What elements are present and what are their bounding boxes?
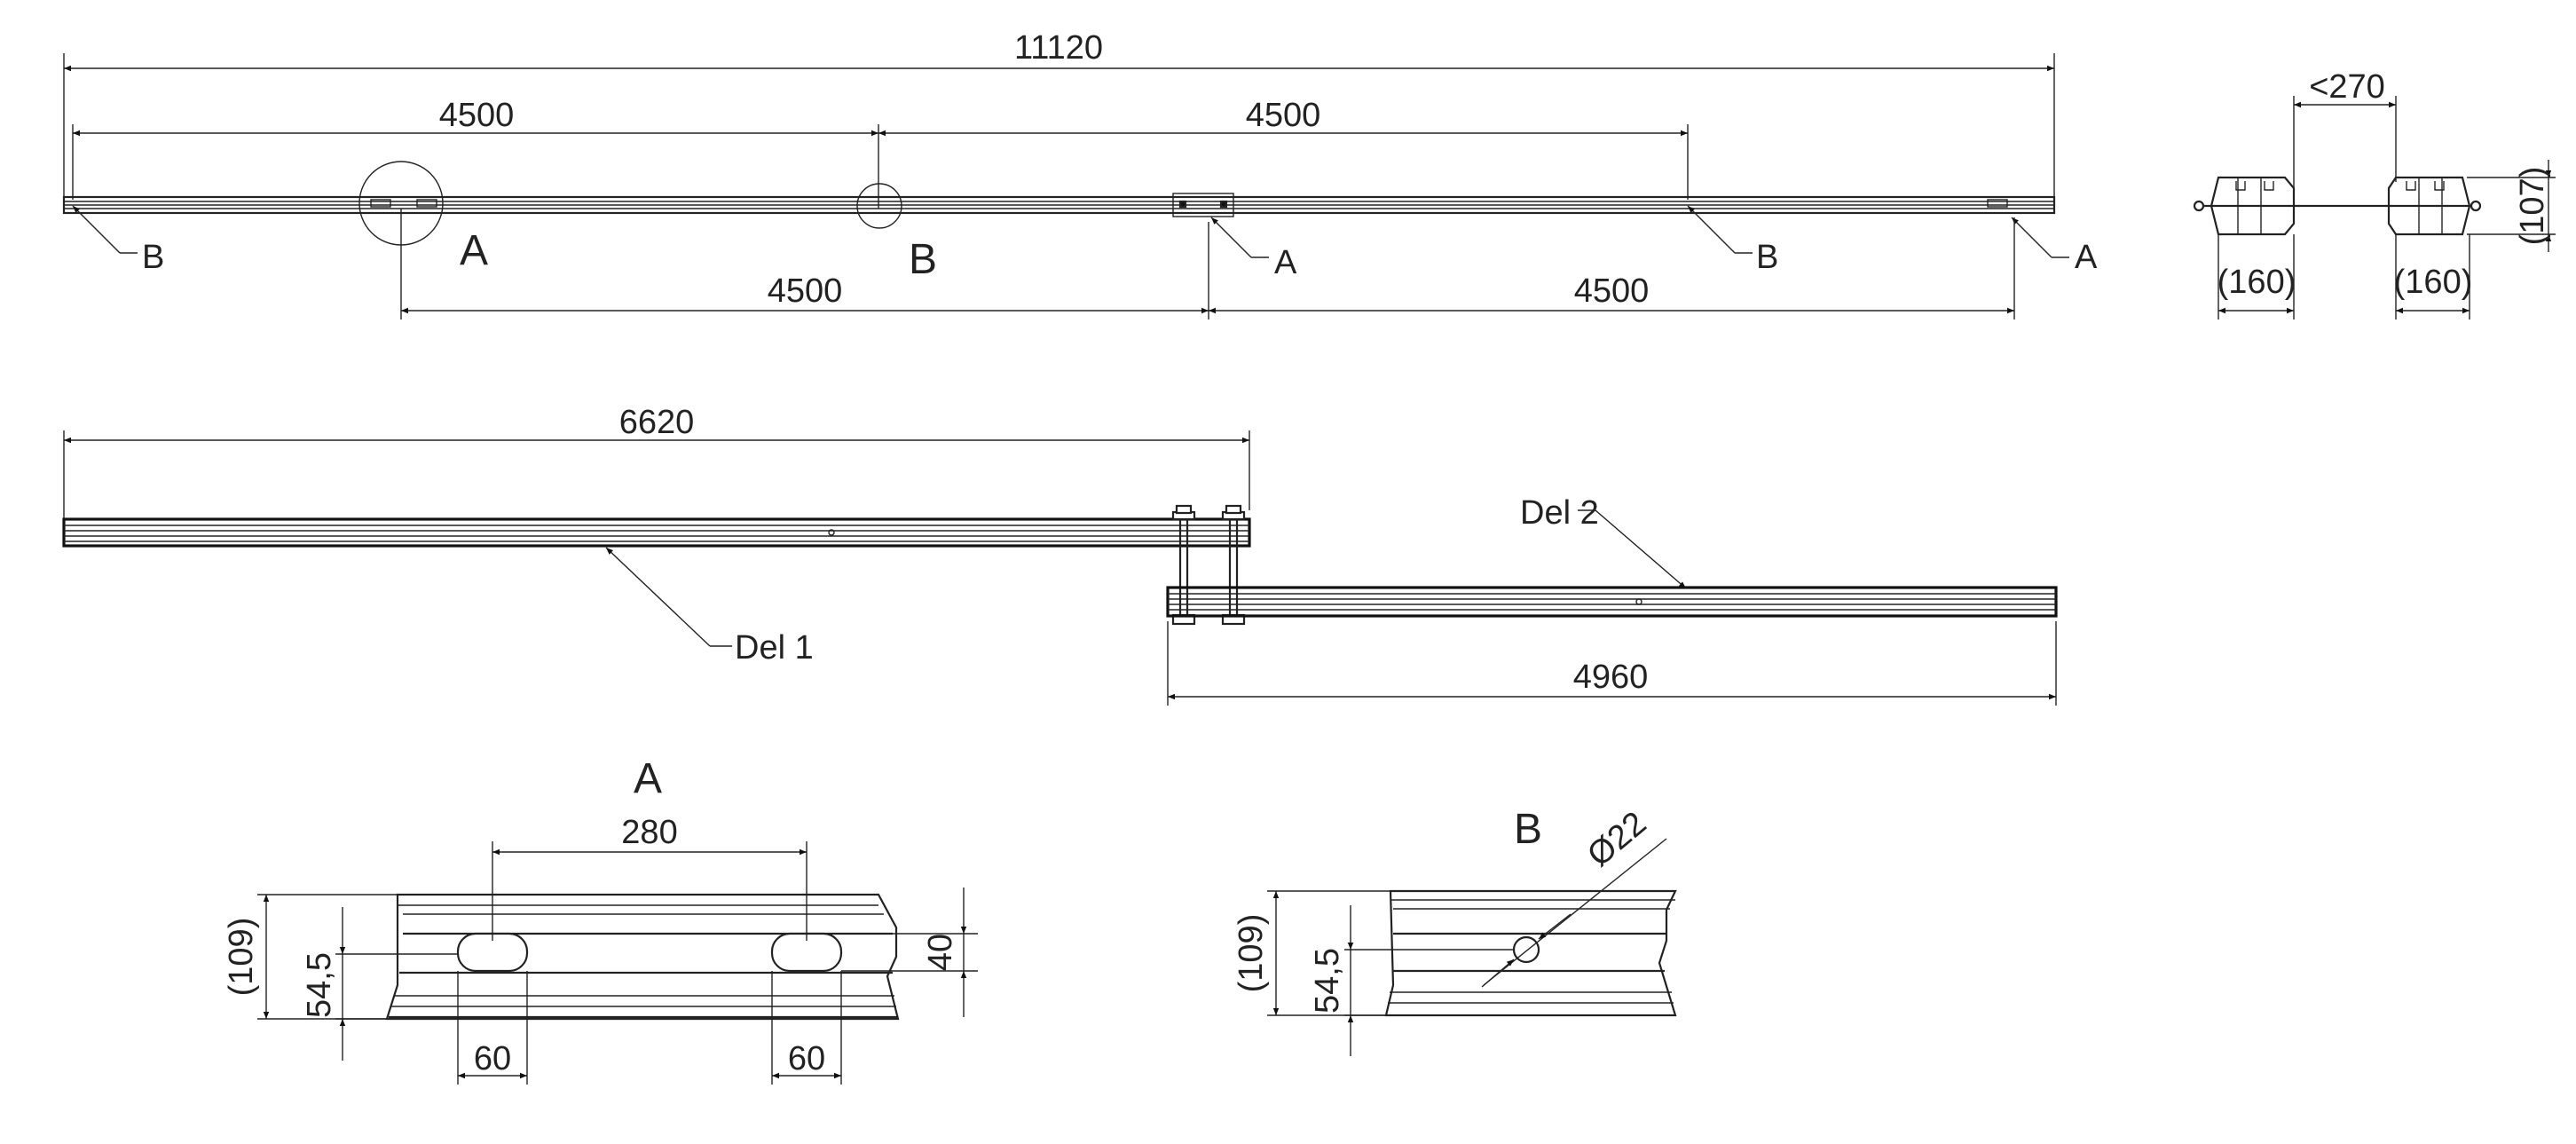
del2-label: Del 2 [1520, 494, 1599, 532]
detail-b-height-total: (109) [1233, 914, 1270, 993]
detail-a-slot-width-right: 60 [788, 1040, 825, 1077]
parts-view: 6620 Del 1 [62, 404, 2058, 706]
splice-bolts [1171, 504, 1246, 626]
callout-b-large: B [909, 236, 937, 283]
dim-top-right: 4500 [878, 97, 1689, 200]
del1-length-label: 6620 [619, 404, 695, 441]
top-view: 11120 4500 4500 [62, 29, 2098, 320]
callout-a-mid: A [1274, 244, 1297, 281]
end-width-right-label: (160) [2394, 264, 2473, 301]
detail-b-title: B [1514, 806, 1542, 853]
dim-bottom: 4500 4500 [400, 209, 2015, 320]
detail-a-height-total: (109) [223, 918, 260, 997]
detail-a-slot-width-left: 60 [474, 1040, 511, 1077]
detail-b: B Ø22 (109) 54,5 [1233, 805, 1677, 1056]
detail-b-hole-diameter: Ø22 [1580, 805, 1653, 874]
dim-bottom-right-label: 4500 [1574, 272, 1650, 310]
del1-label: Del 1 [735, 629, 814, 667]
rail-del1 [62, 517, 1251, 548]
del2-length-label: 4960 [1573, 659, 1649, 696]
end-gap-label: <270 [2309, 68, 2385, 106]
detail-a-title: A [634, 755, 662, 802]
dim-top-right-label: 4500 [1246, 97, 1321, 134]
callout-b-right: B [1756, 239, 1778, 276]
detail-a-height-center: 54,5 [301, 952, 338, 1018]
leaders-top [72, 205, 2069, 258]
callout-a-large: A [460, 227, 488, 274]
detail-a: A 280 (109) 54,5 4 [223, 755, 978, 1085]
end-height-label: (107) [2514, 167, 2551, 246]
detail-a-spacing-label: 280 [621, 814, 677, 851]
dim-top-left-label: 4500 [439, 97, 515, 134]
dim-overall-label: 11120 [1014, 29, 1103, 67]
dim-bottom-left-label: 4500 [768, 272, 843, 310]
callout-a-right: A [2075, 239, 2098, 276]
callout-b-left: B [142, 239, 164, 276]
end-width-left-label: (160) [2218, 264, 2296, 301]
callout-circle-b [856, 183, 902, 229]
dim-top-left: 4500 [72, 97, 879, 209]
rail-top-view [62, 193, 2056, 217]
dim-overall: 11120 [63, 29, 2055, 204]
detail-a-slot-height: 40 [922, 934, 959, 971]
rail-del2 [1166, 586, 2058, 618]
detail-b-height-center: 54,5 [1309, 948, 1346, 1014]
end-view: <270 (107) (160) (160) [2193, 68, 2556, 320]
